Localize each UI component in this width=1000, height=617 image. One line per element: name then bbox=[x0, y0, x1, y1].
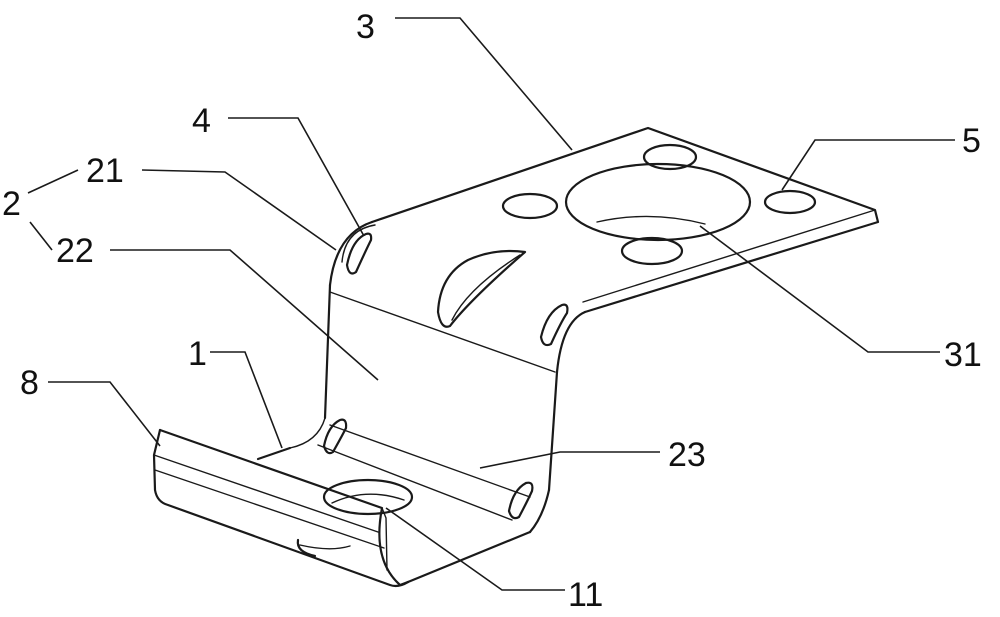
flange bbox=[152, 428, 410, 588]
hole-top-left bbox=[501, 192, 559, 220]
label-31: 31 bbox=[944, 336, 982, 374]
label-21: 21 bbox=[86, 152, 124, 190]
slot-lower-left bbox=[322, 418, 348, 455]
leader-8 bbox=[48, 381, 161, 447]
label-23: 23 bbox=[668, 436, 706, 474]
slot-left bbox=[345, 232, 373, 275]
reference-labels: 3 4 5 2 21 22 1 8 23 31 11 bbox=[2, 8, 982, 614]
vertical-web bbox=[323, 283, 559, 492]
bottom-hole bbox=[322, 478, 414, 516]
leader-3 bbox=[395, 17, 573, 151]
hole-top-right bbox=[763, 189, 817, 215]
leader-2-bottom bbox=[29, 221, 53, 251]
label-4: 4 bbox=[192, 102, 211, 140]
leader-21 bbox=[141, 169, 337, 251]
leader-2-top bbox=[27, 169, 79, 194]
lower-bend bbox=[289, 417, 551, 534]
label-1: 1 bbox=[188, 335, 207, 373]
hole-top-front bbox=[620, 236, 684, 266]
leader-11 bbox=[385, 507, 565, 591]
leader-23 bbox=[479, 451, 660, 469]
label-22: 22 bbox=[56, 232, 94, 270]
leader-31 bbox=[699, 225, 940, 353]
large-hole bbox=[564, 162, 752, 242]
leader-lines bbox=[27, 17, 955, 591]
label-5: 5 bbox=[962, 122, 981, 160]
label-11: 11 bbox=[568, 576, 603, 614]
bottom-plate bbox=[256, 446, 532, 584]
label-2: 2 bbox=[2, 185, 21, 223]
slot-lower-right bbox=[507, 481, 534, 520]
label-3: 3 bbox=[356, 8, 375, 46]
slot-center bbox=[436, 249, 527, 328]
leader-22 bbox=[110, 249, 379, 381]
hole-top-rear bbox=[642, 143, 698, 171]
leader-4 bbox=[228, 117, 365, 237]
leader-5 bbox=[781, 139, 955, 191]
label-8: 8 bbox=[20, 364, 39, 402]
leader-1 bbox=[210, 351, 283, 449]
top-plate bbox=[370, 126, 880, 314]
slot-right bbox=[539, 303, 569, 347]
upper-bend bbox=[328, 220, 587, 374]
